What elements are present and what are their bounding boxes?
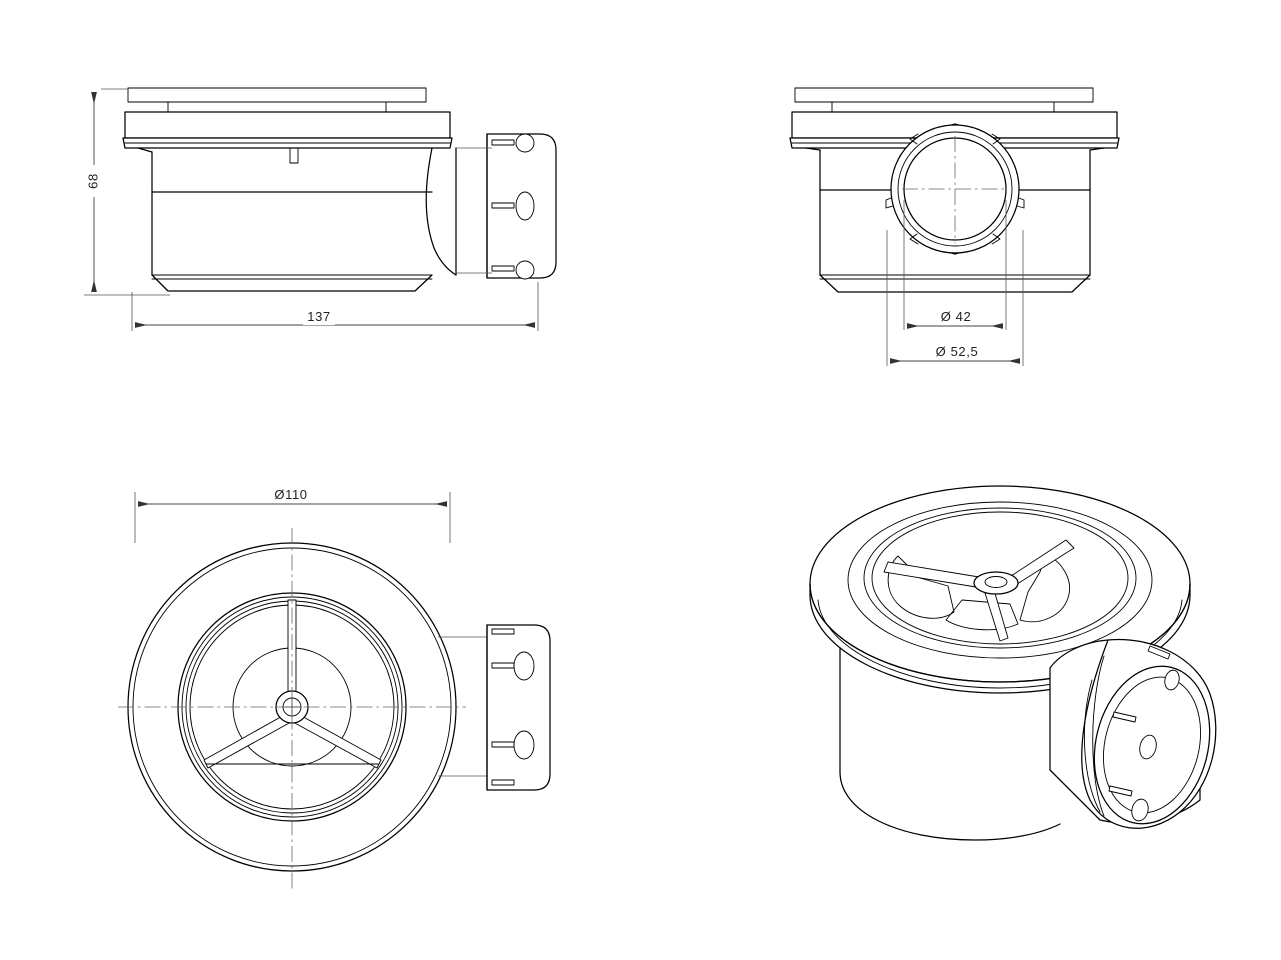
front-flange-body: [122, 111, 453, 149]
dimension-label-height: 68: [85, 173, 100, 189]
view-plan: Ø110: [118, 486, 551, 890]
dimension-label-dia-42: Ø 42: [941, 309, 972, 324]
front-outlet-flange: [456, 133, 557, 280]
dimension-length-137: 137: [131, 282, 539, 331]
dimension-height-68: 68: [84, 88, 170, 296]
dimension-dia-110: Ø110: [134, 486, 451, 543]
side-centerlines: [902, 136, 1008, 243]
dimension-label-dia-110: Ø110: [274, 487, 307, 502]
iso-outlet-spigot: [1049, 638, 1217, 829]
view-side-section: Ø 42 Ø 52,5: [789, 87, 1120, 366]
front-main-body: [137, 147, 457, 292]
view-isometric: [809, 485, 1217, 841]
dimension-label-length: 137: [307, 309, 331, 324]
plan-outlet-flange: [438, 624, 551, 791]
dimension-dia-52-5: Ø 52,5: [886, 230, 1024, 366]
front-cover-plate: [127, 87, 427, 113]
dimension-dia-42: Ø 42: [903, 200, 1007, 330]
dimension-label-dia-52-5: Ø 52,5: [936, 344, 979, 359]
side-cover-plate: [794, 87, 1094, 113]
plan-centerlines: [118, 528, 466, 890]
view-front-section: 68 137: [84, 87, 557, 331]
side-main-body: [805, 147, 1105, 293]
iso-grate: [883, 539, 1075, 642]
